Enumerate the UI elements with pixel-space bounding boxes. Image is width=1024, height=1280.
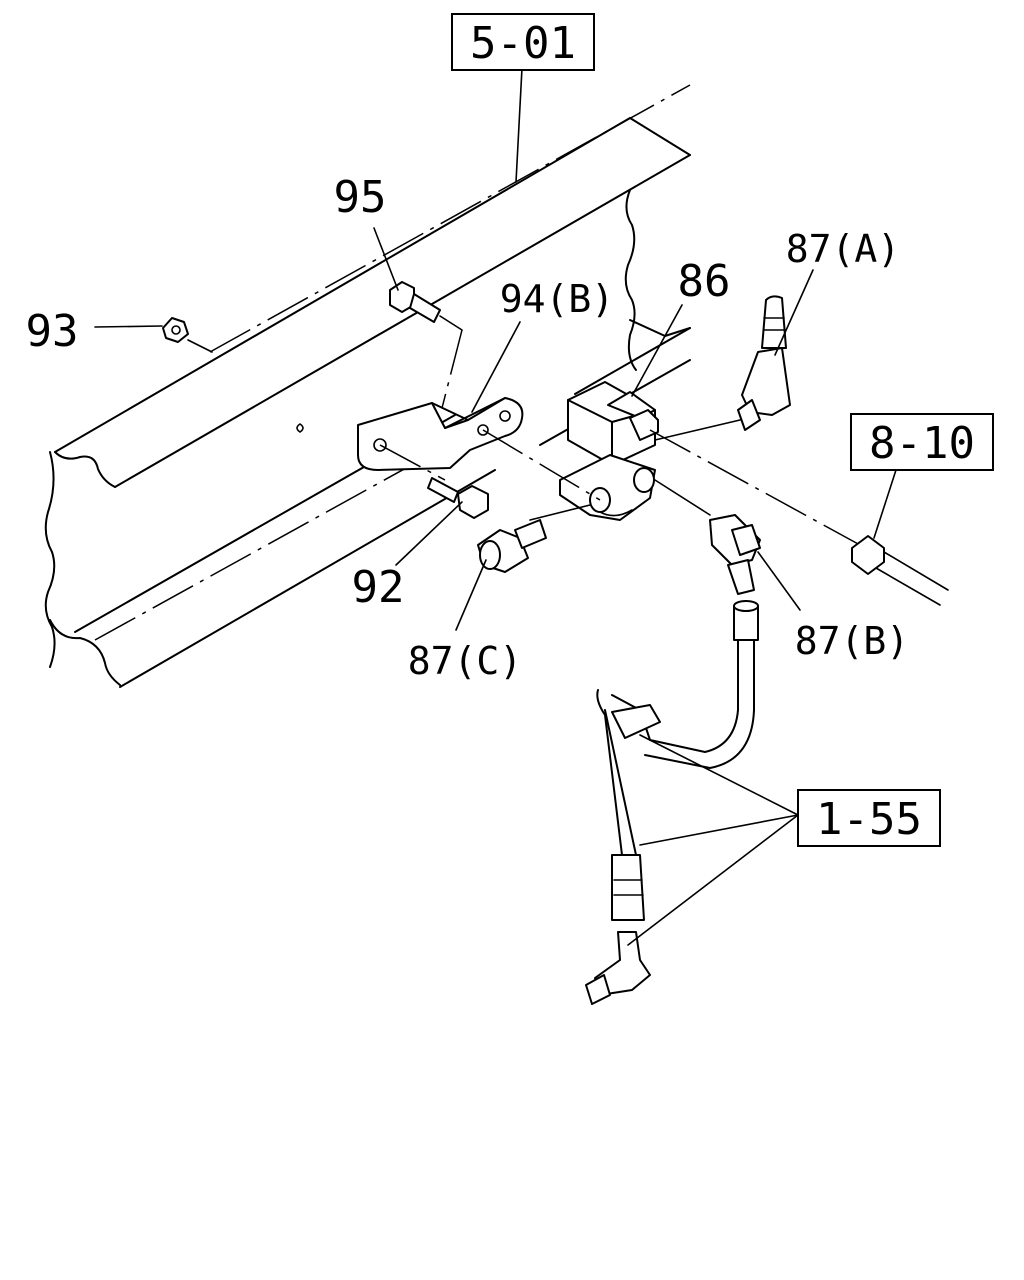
valve-86 (559, 381, 659, 521)
bracket (357, 397, 524, 471)
label-92: 92 (352, 562, 405, 613)
label-94b: 94(B) (500, 277, 614, 321)
label-87b: 87(B) (795, 619, 909, 663)
label-93: 93 (26, 306, 79, 357)
leaders (94, 227, 897, 946)
harness-8-10 (851, 535, 949, 606)
fitting-87b (709, 514, 761, 595)
axis-line-2 (649, 429, 861, 546)
label-87c: 87(C) (408, 639, 522, 683)
hose-1-55 (585, 600, 759, 1005)
ref-label-1-55: 1-55 (816, 794, 922, 845)
leader-5-01 (515, 67, 523, 183)
nut-93 (162, 317, 304, 433)
label-87a: 87(A) (786, 227, 900, 271)
axis-line-3 (654, 479, 711, 516)
axis-line-1 (482, 429, 601, 501)
label-95: 95 (334, 172, 387, 223)
axis-line-5 (654, 419, 741, 441)
ref-label-5-01: 5-01 (470, 18, 576, 69)
bolt-92 (379, 444, 489, 519)
fitting-87c (477, 519, 547, 573)
ref-box-1-55 (797, 789, 941, 847)
fitting-87a (737, 295, 791, 431)
ref-label-8-10: 8-10 (869, 418, 975, 469)
ref-box-5-01 (451, 13, 595, 71)
axis-line-4 (529, 504, 591, 521)
bolt-95 (389, 281, 463, 409)
label-86: 86 (678, 256, 731, 307)
ref-box-8-10 (850, 413, 994, 471)
